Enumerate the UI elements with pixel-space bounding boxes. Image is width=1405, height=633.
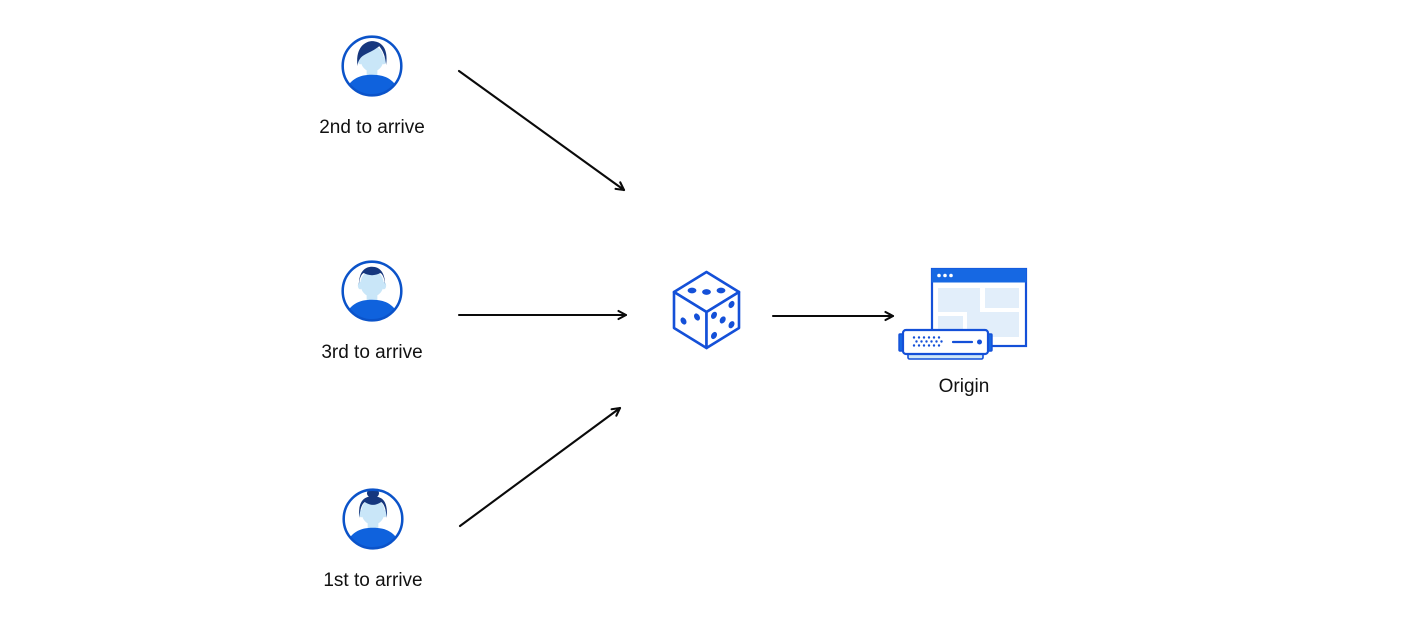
dice-icon (672, 270, 741, 350)
user-node-3rd: 3rd to arrive (302, 258, 442, 364)
user-node-2nd: 2nd to arrive (302, 33, 442, 139)
user-node-1st: 1st to arrive (303, 486, 443, 592)
user-label: 1st to arrive (323, 570, 423, 591)
server-icon (898, 328, 993, 360)
user-avatar-icon (341, 260, 403, 322)
user-label: 2nd to arrive (319, 117, 425, 138)
server-vent-dots (912, 336, 943, 347)
edge-user2nd-to-dice (457, 69, 626, 192)
dice-pips (680, 287, 735, 340)
origin-label: Origin (938, 376, 990, 397)
origin-server-browser-icon (898, 267, 1028, 360)
user-label: 3rd to arrive (321, 342, 423, 363)
user-avatar-icon (342, 488, 404, 550)
origin-node: Origin (898, 263, 1030, 398)
user-avatar-icon (341, 35, 403, 97)
random-selector-node (670, 269, 743, 350)
edge-user1st-to-dice (458, 406, 622, 528)
